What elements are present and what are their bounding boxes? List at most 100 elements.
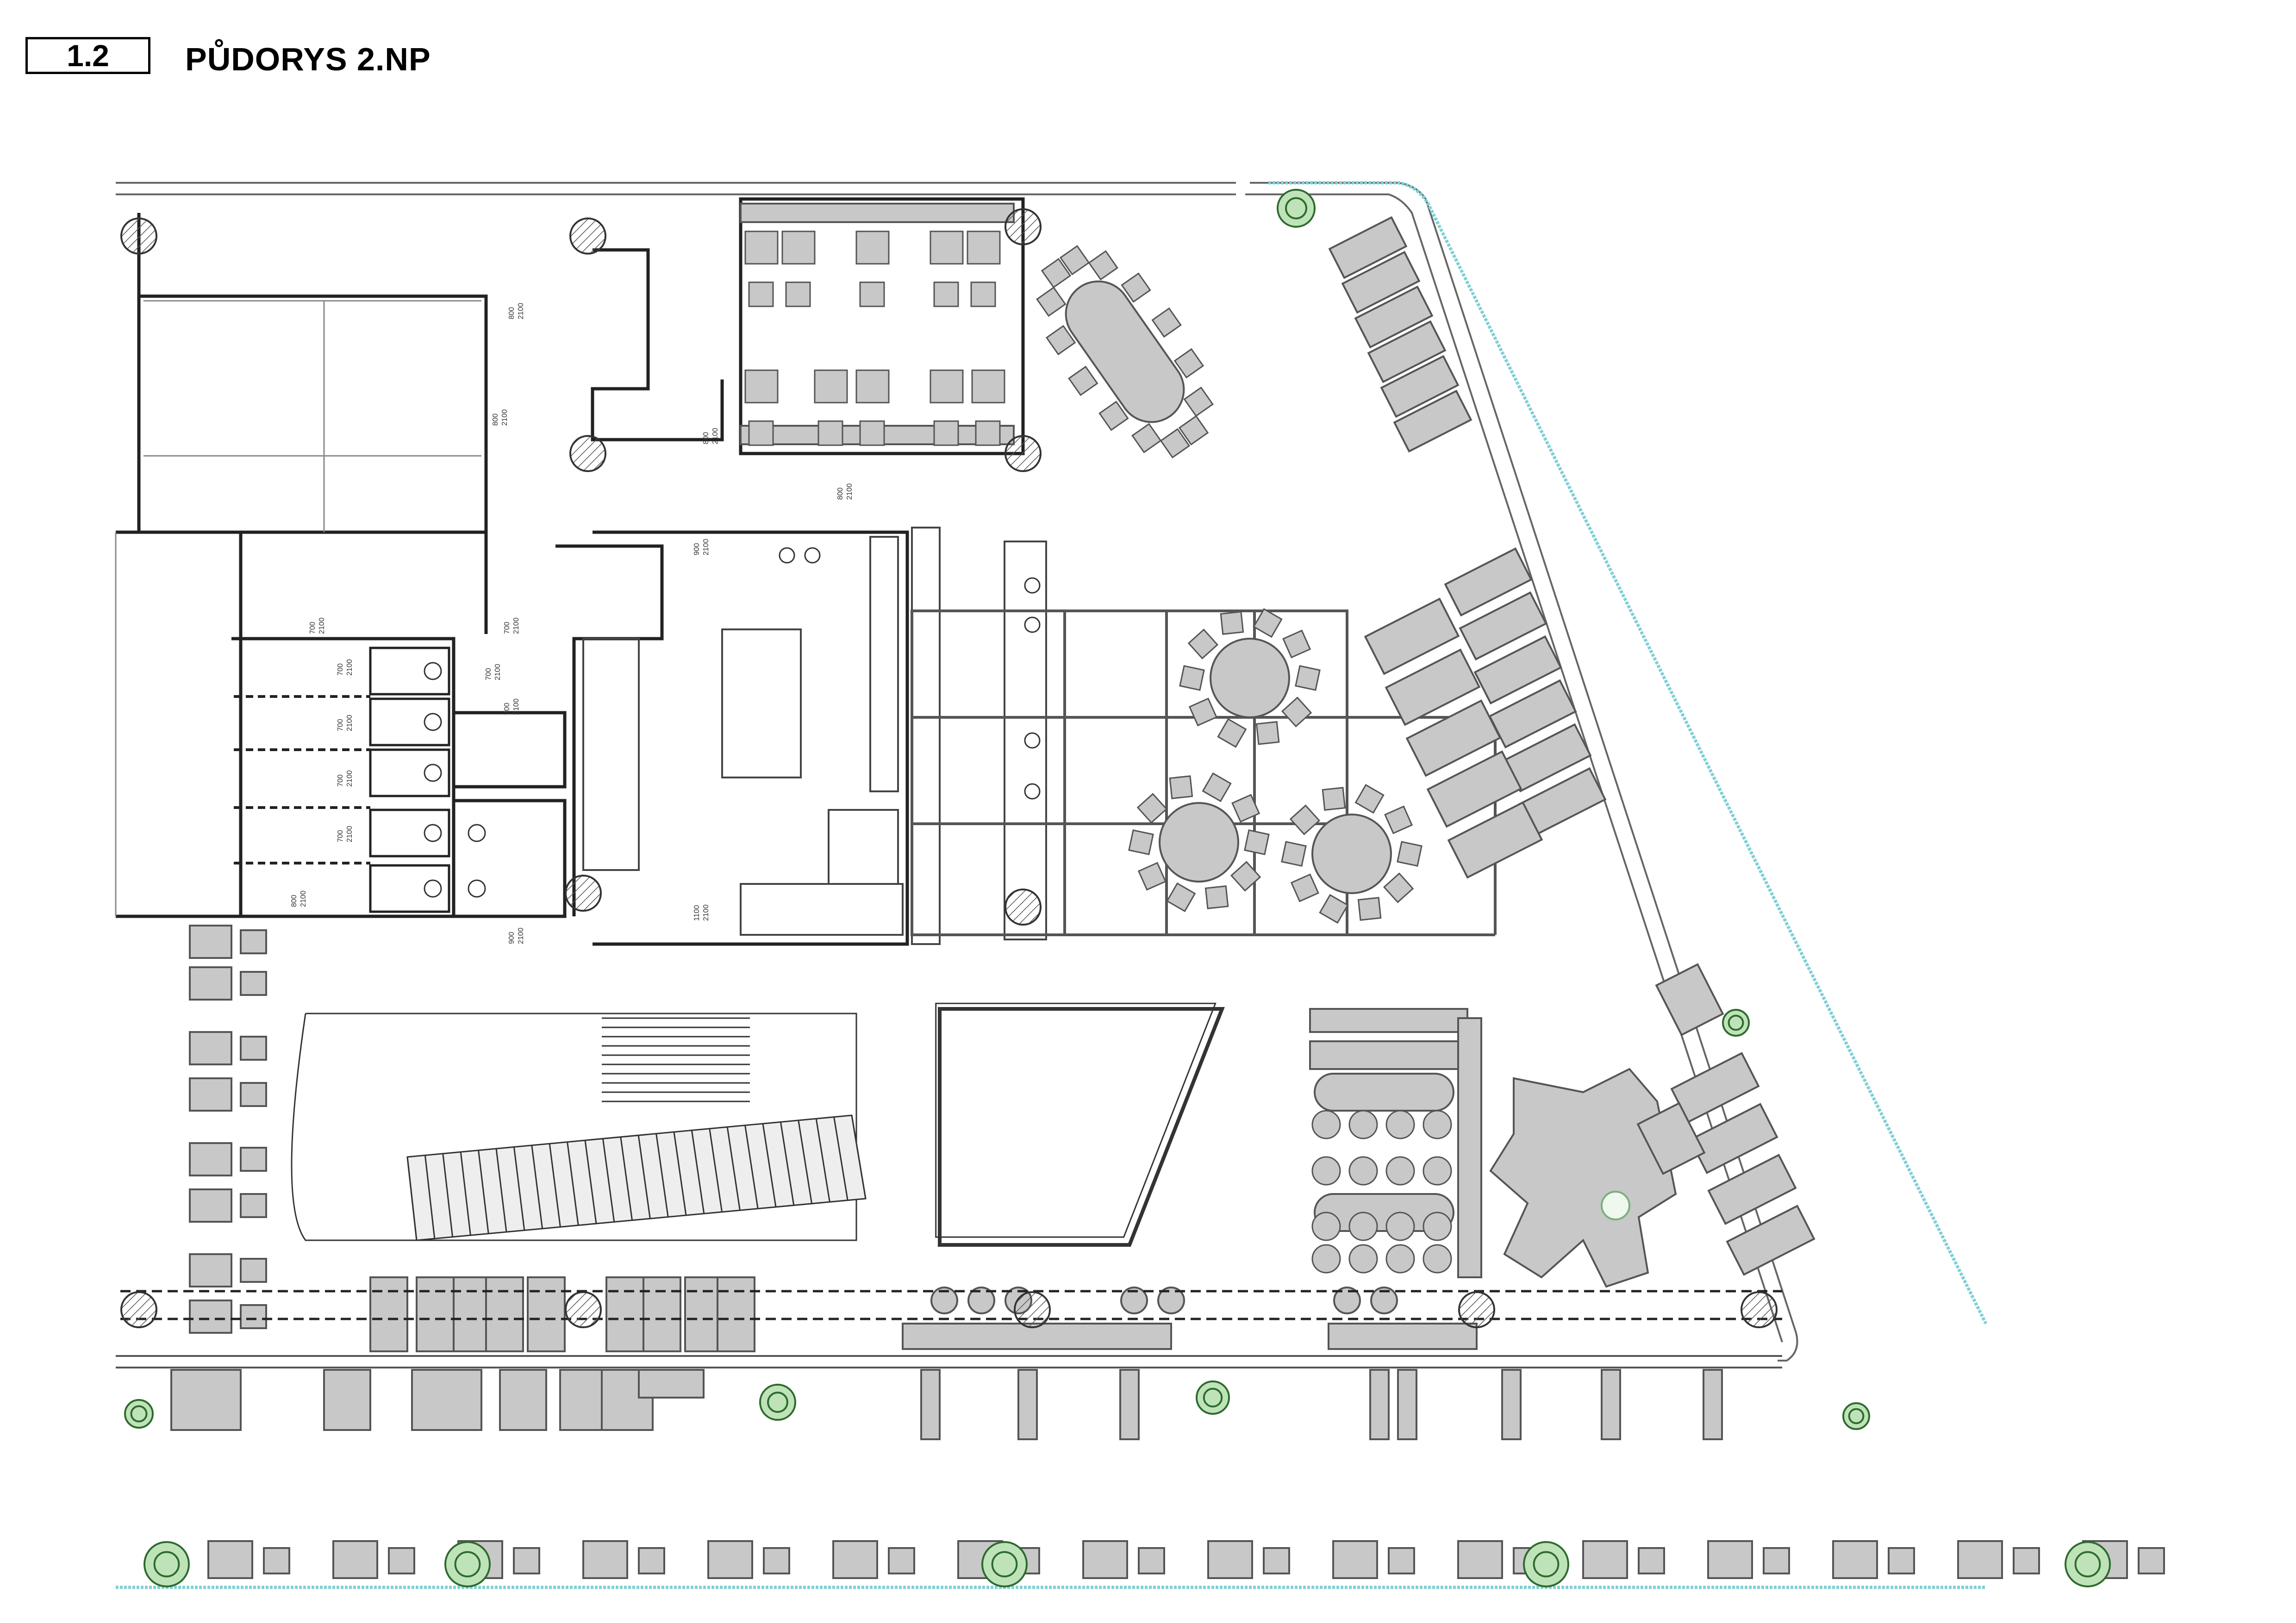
pavement-stool [1138,1547,1165,1574]
chair [1230,861,1261,892]
stair-tread [620,1137,633,1221]
chair [930,230,964,265]
wc-cubicles [234,647,450,913]
oval-table-chairs [1036,245,1214,459]
street-bench [323,1369,371,1431]
door-tag-13-bottom: 2100 [512,698,520,715]
stair-tread [655,1133,669,1217]
stool [1423,1156,1452,1186]
chair [1290,873,1319,902]
pavement-stool [388,1547,415,1574]
chair [1217,718,1247,748]
chair [1282,629,1311,659]
street-bench [638,1369,705,1399]
chair [1183,386,1214,417]
chair [930,369,964,404]
pavement-stool [888,1547,915,1574]
stool-square [240,1258,267,1283]
chair [1137,862,1167,891]
tree [124,1399,154,1429]
tree [1722,1009,1750,1037]
pavement-bench [1332,1540,1378,1579]
door-tag-10-bottom: 2100 [346,826,354,842]
stair-tread [762,1123,777,1207]
chair [1045,325,1076,355]
stool-square [240,1304,267,1329]
stair-tread [513,1147,525,1231]
door-tag-12-top: 700 [485,668,493,680]
column [1741,1291,1778,1328]
door-tag-2-bottom: 2100 [501,409,509,426]
tree [1196,1380,1230,1415]
tree [1842,1402,1870,1430]
pavement-bench [1957,1540,2003,1579]
door-tag-14-top: 800 [290,895,298,907]
stool [1385,1110,1415,1139]
chair [967,230,1001,265]
chair [1068,366,1098,396]
bench [485,1276,524,1352]
chair [1179,665,1205,691]
waterline [116,181,1988,1589]
chair [1281,841,1307,867]
column [569,218,606,255]
column [120,218,157,255]
round-table-2 [1159,802,1239,883]
lounge-tables [1309,1008,1482,1278]
oval-table [1065,280,1185,423]
bench [189,1300,232,1334]
chair [1188,697,1217,727]
stool [1120,1287,1148,1314]
kitchen [582,527,1047,945]
pavement-stool [638,1547,665,1574]
chair [785,281,811,307]
street-bench [559,1369,607,1431]
stool [967,1287,995,1314]
street-bench [170,1369,242,1431]
stool-square [240,1036,267,1061]
door-tag-9-top: 700 [337,774,344,787]
stool [930,1287,958,1314]
bench [527,1276,566,1352]
chair [1319,894,1349,924]
post [1703,1369,1723,1440]
pavement-bench [332,1540,378,1579]
door-tag-16-top: 1100 [693,905,701,921]
lounge-stools [1311,1110,1452,1274]
stool [1423,1110,1452,1139]
door-tag-8-top: 700 [337,719,344,731]
terrace-table [1328,216,1408,279]
stair-tread [424,1155,436,1239]
terrace-table [1707,1154,1797,1225]
pavement-bench [1832,1540,1878,1579]
terrace-table [1459,591,1547,661]
bench [189,925,232,959]
stair-tread [567,1142,579,1225]
glass-box [935,1002,1225,1247]
chair [1202,772,1232,802]
stool-square [240,1082,267,1107]
stair-tread [495,1148,507,1232]
column [565,875,602,912]
tree-trunk [1728,1014,1744,1031]
terrace-tables [1328,216,1816,1276]
pavement-stool [263,1547,290,1574]
chair [1173,348,1204,379]
chair [1178,415,1209,446]
tree [981,1541,1028,1587]
door-tag-5-top: 900 [693,543,701,555]
door-tag-16-bottom: 2100 [702,904,710,921]
chair [748,420,774,446]
building-walls [116,197,1025,946]
door-tag-3-bottom: 2100 [711,428,719,444]
tree-trunk [767,1392,788,1413]
door-tag-5-bottom: 2100 [702,539,710,555]
stair-tread [584,1140,597,1224]
stool [1311,1110,1341,1139]
chair [1128,829,1154,855]
chair [859,281,885,307]
stool-square [240,1147,267,1172]
terrace-table [1354,286,1434,348]
pavement-stool [513,1547,540,1574]
tree [444,1541,491,1587]
